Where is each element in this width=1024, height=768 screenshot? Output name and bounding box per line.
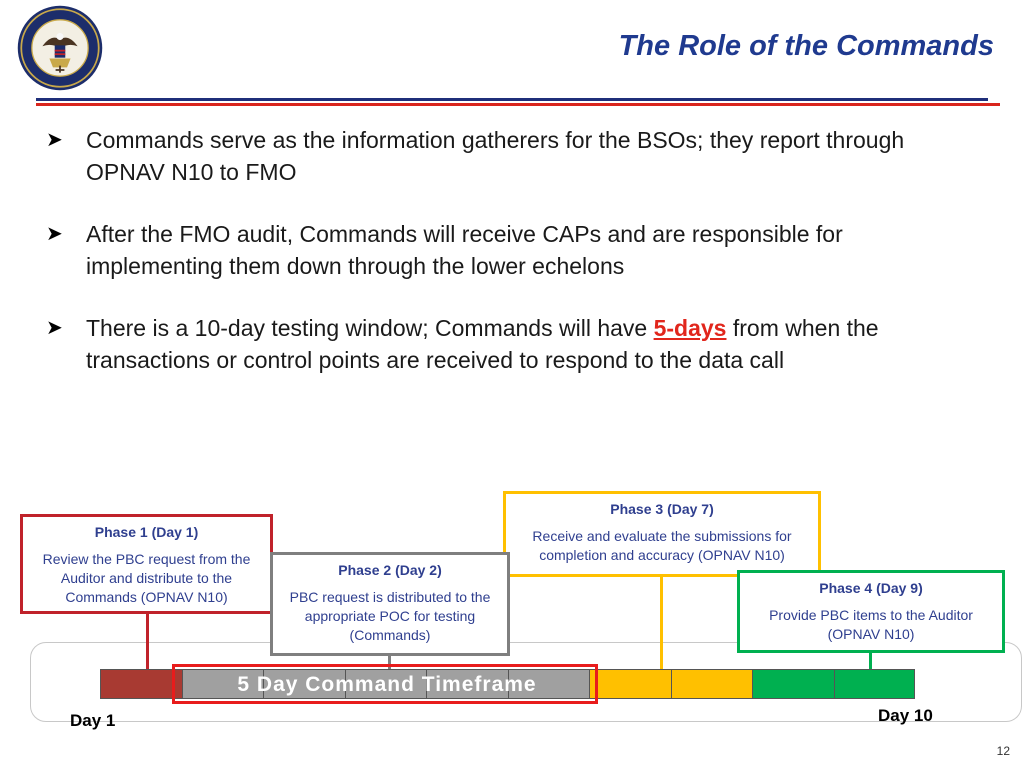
phase-4-title: Phase 4 (Day 9) <box>819 580 923 596</box>
bullet-item: ➤ There is a 10-day testing window; Comm… <box>46 312 976 376</box>
bullet-text-after: from when the transactions or control po… <box>86 315 879 373</box>
phase-2-title: Phase 2 (Day 2) <box>338 562 442 578</box>
command-timeframe-label: 5 Day Command Timeframe <box>237 673 537 696</box>
bullet-item: ➤ After the FMO audit, Commands will rec… <box>46 218 976 282</box>
arrow-bullet-icon: ➤ <box>46 223 63 245</box>
phase3-connector <box>660 577 663 670</box>
title-rule-red <box>36 103 1000 106</box>
phase-1-body: Review the PBC request from the Auditor … <box>42 551 251 605</box>
phase1-connector <box>146 614 149 670</box>
phase2-connector <box>388 656 391 670</box>
phase-4-box: Phase 4 (Day 9) Provide PBC items to the… <box>737 570 1005 653</box>
timeline-segment-day-8 <box>670 669 752 699</box>
timeline-bar-border <box>100 669 915 699</box>
phase-1-box: Phase 1 (Day 1) Review the PBC request f… <box>20 514 273 614</box>
day-end-label: Day 10 <box>878 706 933 725</box>
slide-title: The Role of the Commands <box>618 30 994 62</box>
timeline-segment-day-3 <box>263 669 345 699</box>
phase-3-body: Receive and evaluate the submissions for… <box>532 528 792 563</box>
bullet-text-before: There is a 10-day testing window; Comman… <box>86 315 654 341</box>
timeline-segment-day-9 <box>752 669 834 699</box>
phase-4-body: Provide PBC items to the Auditor (OPNAV … <box>769 607 973 642</box>
timeline-segment-day-2 <box>181 669 263 699</box>
phase-3-box: Phase 3 (Day 7) Receive and evaluate the… <box>503 491 821 577</box>
highlight-five-days: 5-days <box>653 315 727 341</box>
bullet-list: ➤ Commands serve as the information gath… <box>46 124 976 406</box>
arrow-bullet-icon: ➤ <box>46 129 63 151</box>
phase-2-body: PBC request is distributed to the approp… <box>289 589 491 643</box>
timeline-segment-day-6 <box>507 669 589 699</box>
bullet-text: After the FMO audit, Commands will recei… <box>86 221 843 279</box>
bullet-item: ➤ Commands serve as the information gath… <box>46 124 976 188</box>
command-timeframe-box <box>172 664 598 704</box>
timeline-segment-day-10 <box>833 669 915 699</box>
day-start-label: Day 1 <box>70 711 116 730</box>
phase4-connector <box>869 653 872 670</box>
bullet-text: There is a 10-day testing window; Comman… <box>86 312 976 376</box>
bullet-text: Commands serve as the information gather… <box>86 127 905 185</box>
phase-3-title: Phase 3 (Day 7) <box>610 501 714 517</box>
timeline-segment-day-5 <box>426 669 508 699</box>
phase-1-title: Phase 1 (Day 1) <box>94 524 199 540</box>
timeline-segment-day-4 <box>344 669 426 699</box>
arrow-bullet-icon: ➤ <box>46 317 63 339</box>
page-number: 12 <box>996 744 1010 758</box>
title-rule-blue <box>36 98 988 101</box>
phase-2-box: Phase 2 (Day 2) PBC request is distribut… <box>270 552 510 656</box>
timeline-segment-day-7 <box>589 669 671 699</box>
navy-seal-icon <box>17 5 103 91</box>
